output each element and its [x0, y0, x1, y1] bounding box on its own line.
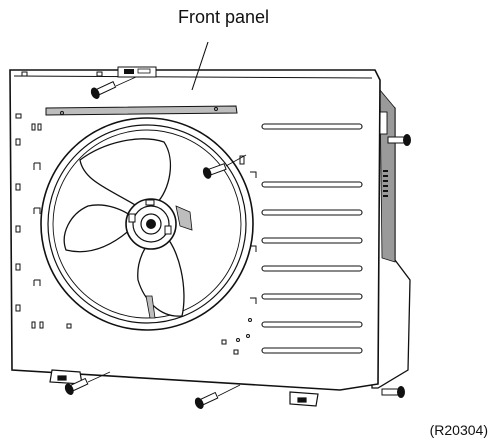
screw-right-side	[387, 134, 411, 146]
screw-bottom-center-guide	[217, 384, 241, 397]
blade-edge-shading-lower	[145, 295, 156, 319]
vent-slot	[261, 209, 363, 216]
screw-top	[90, 81, 117, 99]
fan-blades	[63, 138, 185, 317]
screws	[64, 76, 411, 409]
screw-center	[202, 163, 227, 179]
vent-slot	[261, 293, 363, 300]
panel-top-bar	[45, 105, 238, 116]
top-bracket	[117, 66, 157, 78]
vent-slot	[261, 265, 363, 272]
screw-bottom-left	[64, 377, 89, 395]
vent-slot	[261, 237, 363, 244]
fan-hub	[125, 198, 177, 250]
screw-bottom-left-guide	[87, 371, 111, 383]
screw-bottom-center	[194, 391, 219, 409]
vent-slot	[261, 321, 363, 328]
fan-blade-left	[63, 204, 135, 253]
panel-holes	[15, 71, 257, 355]
vent-slot	[261, 123, 363, 130]
panel-vent-slots	[261, 123, 363, 354]
screw-center-guide	[225, 154, 247, 167]
front-panel-leader-line	[191, 41, 209, 91]
vent-slot	[261, 181, 363, 188]
fan-blade-top	[79, 138, 172, 209]
screw-bottom-right	[381, 386, 405, 398]
figure-reference-code: (R20304)	[429, 422, 488, 438]
panel-top-edge	[13, 75, 373, 79]
fan-blade-right	[137, 231, 185, 317]
screw-top-guide	[115, 76, 137, 87]
side-vent-dots	[383, 170, 388, 197]
blade-edge-shading	[175, 205, 193, 231]
front-panel-label: Front panel	[178, 7, 270, 27]
vent-slot	[261, 347, 363, 354]
bottom-brackets	[49, 369, 319, 407]
